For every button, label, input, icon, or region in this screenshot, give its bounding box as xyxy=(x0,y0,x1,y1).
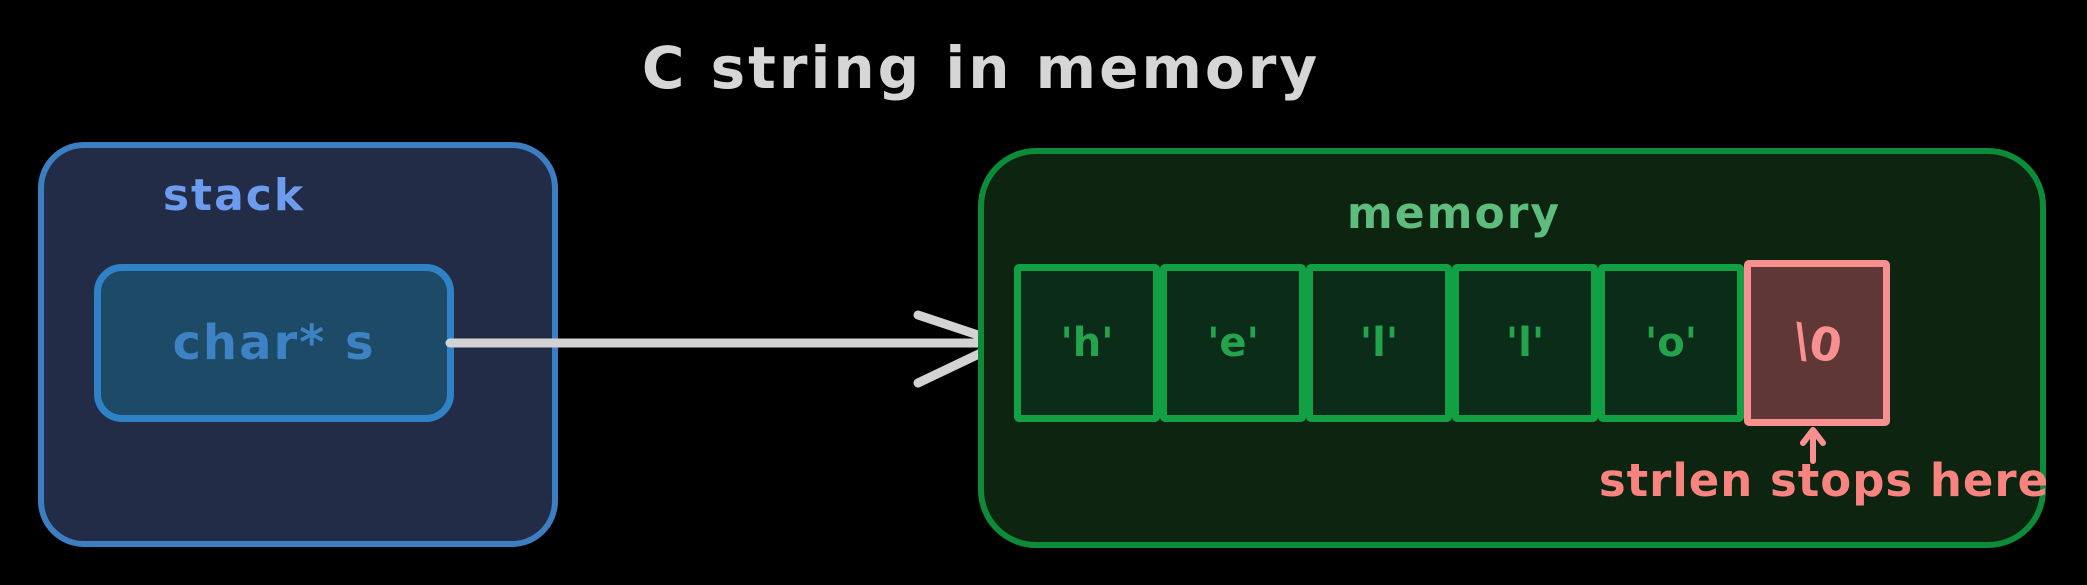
memory-cell: 'h' xyxy=(1014,264,1160,422)
memory-box: memory 'h' 'e' 'l' 'l' 'o' \0 strlen stops he… xyxy=(978,148,2048,548)
memory-cell-value: 'l' xyxy=(1359,320,1399,366)
pointer-variable-box: char* s xyxy=(94,264,454,422)
memory-cell-value: 'l' xyxy=(1505,320,1545,366)
memory-cell: 'l' xyxy=(1306,264,1452,422)
memory-cell-value: 'e' xyxy=(1207,320,1259,366)
pointer-arrow-icon xyxy=(445,310,1007,388)
null-terminator-pointer-up-icon xyxy=(1800,427,1826,464)
stack-label: stack xyxy=(162,170,306,221)
memory-cell-value: \0 xyxy=(1788,312,1846,374)
memory-cell-value: 'o' xyxy=(1645,320,1697,366)
memory-cell: 'e' xyxy=(1160,264,1306,422)
memory-cell: 'o' xyxy=(1598,264,1744,422)
memory-cell-value: 'h' xyxy=(1060,320,1114,366)
memory-cell: 'l' xyxy=(1452,264,1598,422)
memory-cells: 'h' 'e' 'l' 'l' 'o' \0 xyxy=(1014,260,1890,426)
strlen-annotation: strlen stops here xyxy=(1598,454,2050,507)
diagram-title: C string in memory xyxy=(641,34,1321,102)
pointer-variable-label: char* s xyxy=(172,315,376,371)
memory-cell-null-terminator: \0 xyxy=(1744,260,1890,426)
memory-label: memory xyxy=(1346,188,1562,239)
